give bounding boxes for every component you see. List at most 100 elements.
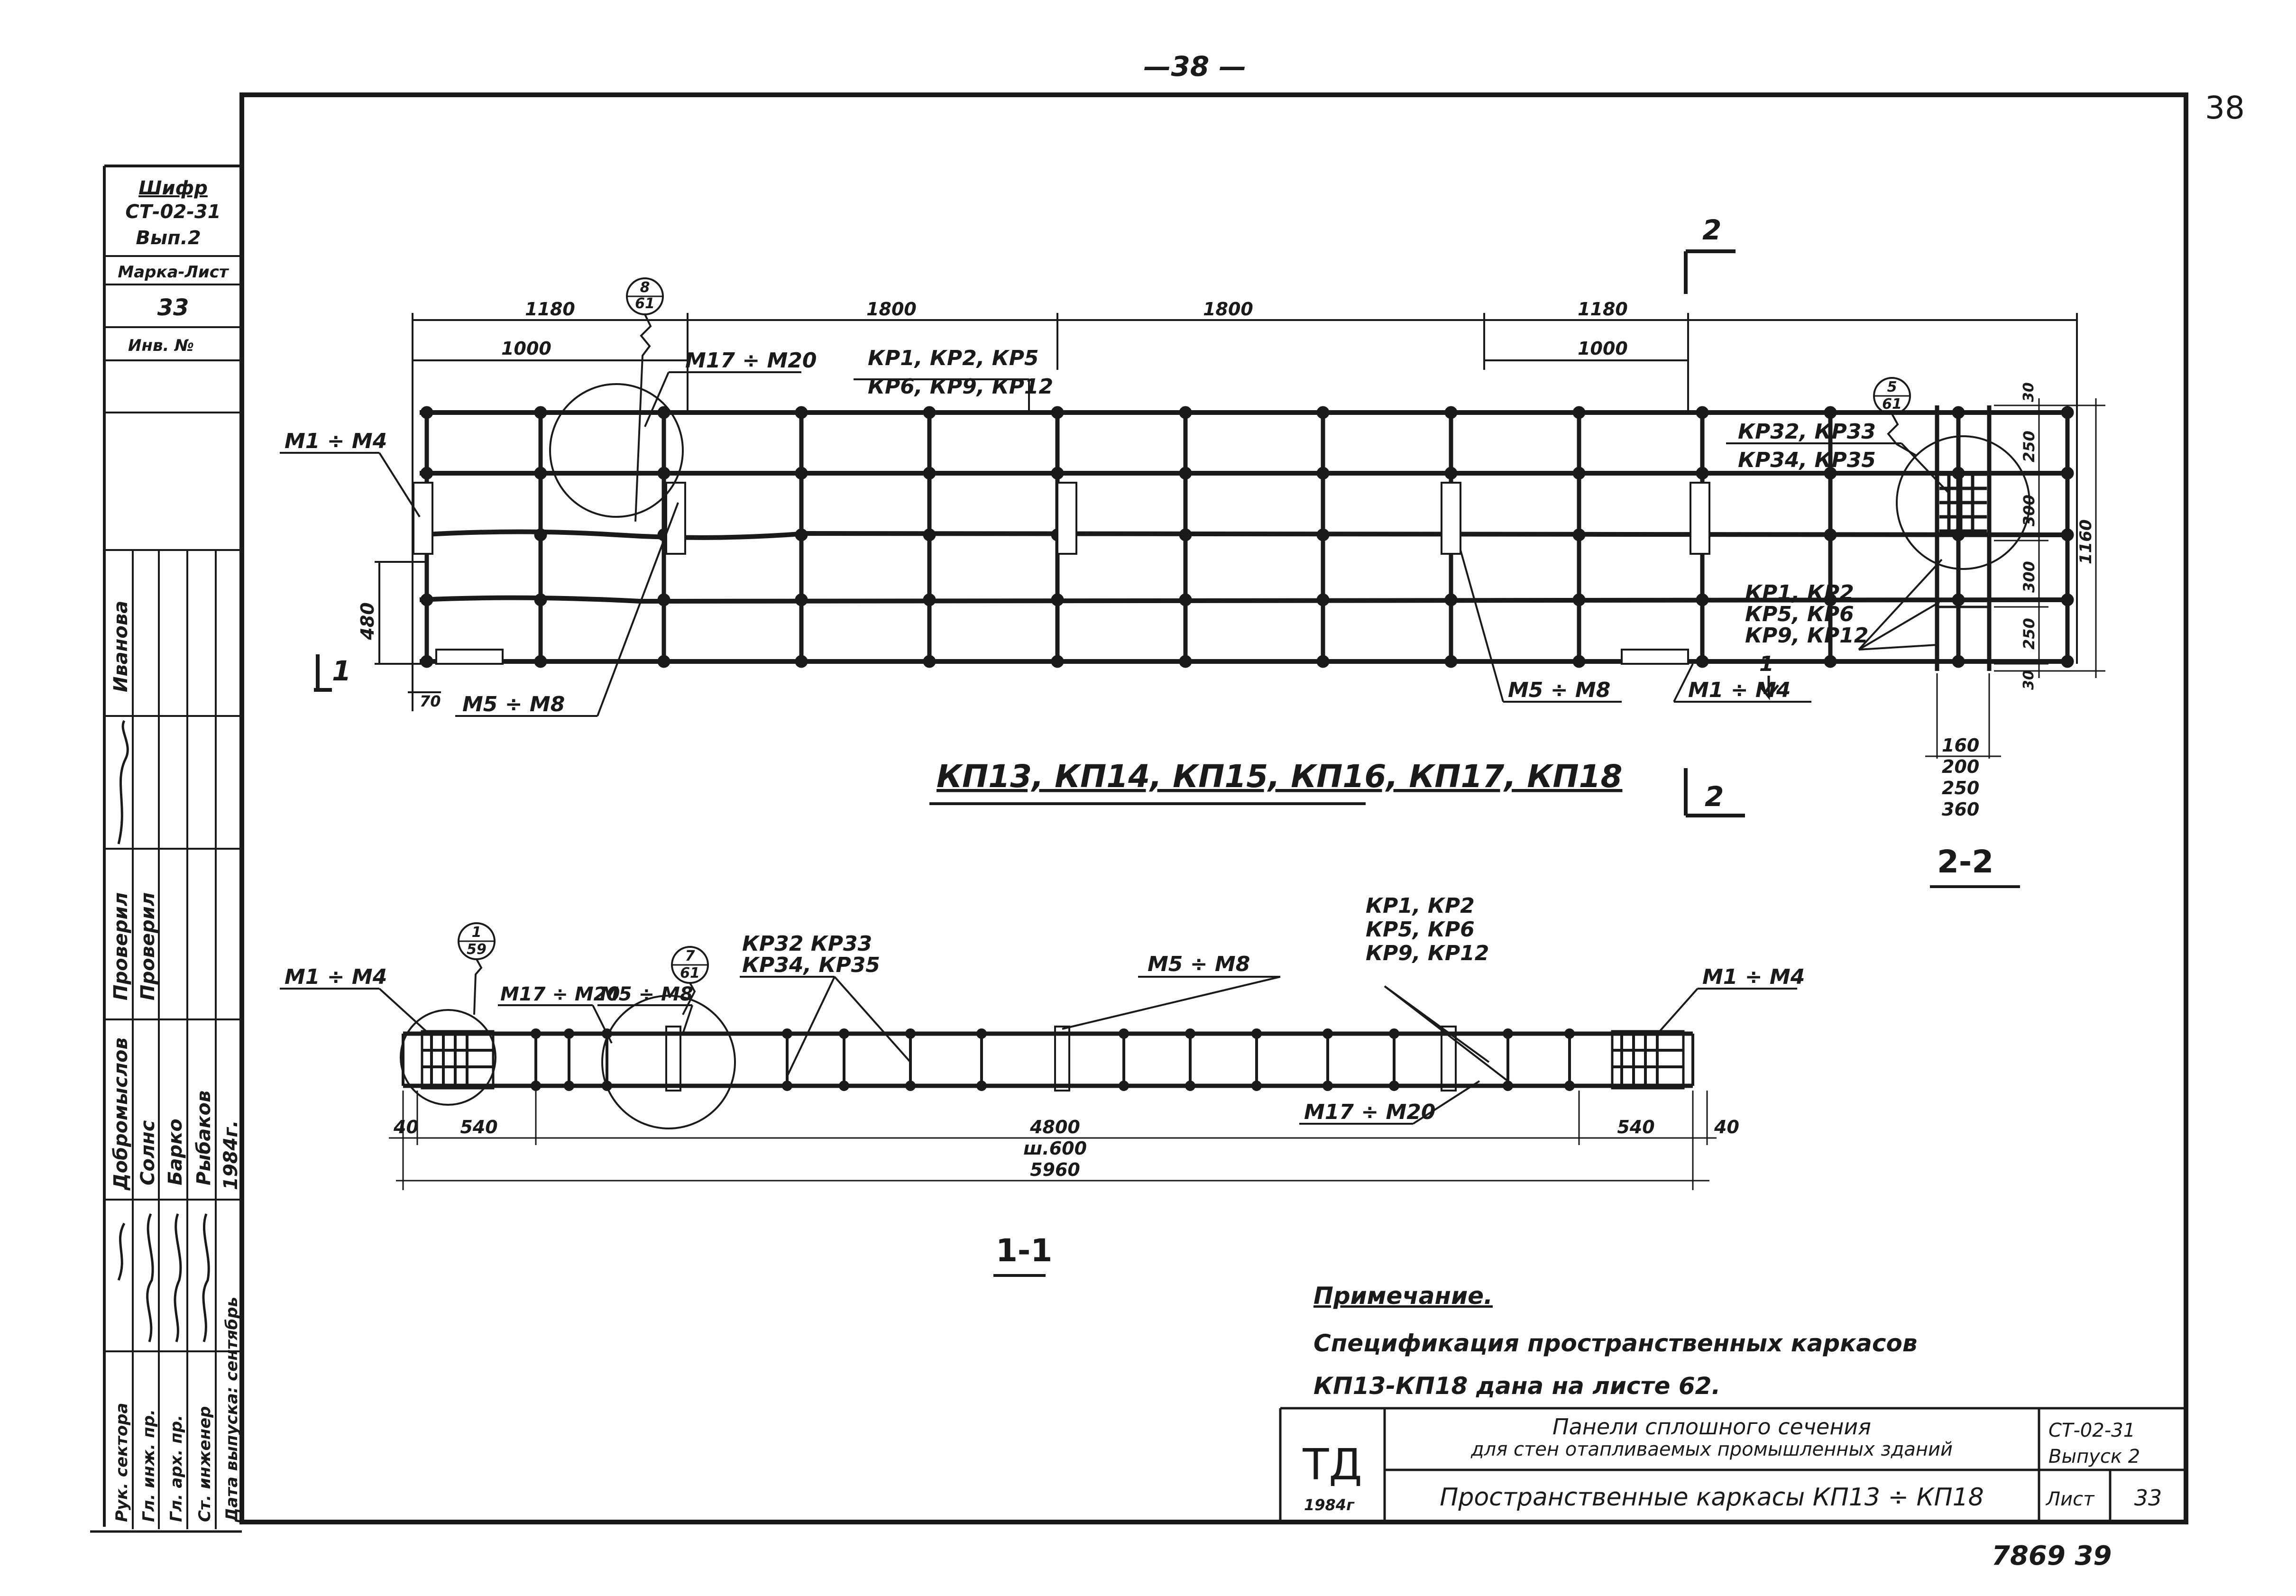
elevation-bar-node [657,655,670,668]
page-number-bottom: 7869 39 [1992,1541,2112,1571]
width-1: 200 [1942,756,1979,777]
elevation-bar-node [2061,528,2074,541]
section-1-1-leaders [280,976,1797,1125]
section-bar-node [1389,1081,1399,1091]
section-bar-node [1389,1028,1399,1039]
elevation-bar-node [1179,655,1192,668]
stamp-role-2: Гл. арх. пр. [167,1415,186,1522]
label-1-1-kr-line3: КР9, КР12 [1366,941,1489,965]
dim-top-1: 1800 [866,299,917,320]
callout-1-1-first-bottom: 59 [467,941,487,958]
page-number-corner: 38 [2205,90,2245,126]
detail-circle [549,383,684,518]
label-1-1-m1-m4-right: М1 ÷ М4 [1702,965,1805,989]
stamp-code-label: Шифр [138,177,208,199]
elevation-bar-node [534,655,547,668]
callout-detail-elev-top: 8 [640,279,650,296]
callout-1-1-second: 7 61 [671,946,709,1015]
callout-detail-elev-bottom: 61 [635,295,655,312]
section-bar-node [1119,1081,1129,1091]
section-bar-node [976,1081,987,1091]
section-bar-node [1251,1028,1262,1039]
section-bar-node [1251,1081,1262,1091]
section-1-1-verticals [531,1028,1575,1091]
section-marker-2-bottom-label: 2 [1705,780,1724,813]
elevation-bar-node [1572,406,1586,419]
dim-v-1: 250 [2020,431,2038,462]
section-bar-node [1322,1028,1333,1039]
stamp-role-1: Гл. инж. пр. [139,1409,158,1522]
section-1-1-drawing: 1 59 7 61 [280,894,1805,1277]
elevation-bar-node [1696,593,1709,606]
title-block-project-line1: Панели сплошного сечения [1552,1414,1871,1440]
title-block-code: СТ-02-31 [2048,1420,2135,1441]
section-2-2-body [1896,398,2105,759]
section-bar-node [782,1081,792,1091]
section-bar-node [564,1081,574,1091]
elevation-bar-node [923,467,936,480]
elevation-bar-node [2061,593,2074,606]
elevation-bar-node [534,406,547,419]
callout-detail-2-2-bottom: 61 [1882,396,1902,413]
stamp-role-0: Рук. сектора [112,1403,131,1522]
elevation-bar-node [657,406,670,419]
dim-v-5: 30 [2020,670,2037,690]
label-m5-m8-left: М5 ÷ М8 [462,692,565,716]
note-block: Примечание. Спецификация пространственны… [1313,1282,1917,1400]
callout-1-1-first: 1 59 [458,922,496,1015]
section-bar-node [531,1081,541,1091]
section-bar-node [976,1028,987,1039]
title-block-sheet-title: Пространственные каркасы КП13 ÷ КП18 [1440,1483,1984,1512]
label-1-1-kr-line1: КР1, КР2 [1366,894,1475,918]
sheet-frame [90,92,2188,1533]
dim-top-2: 1800 [1203,299,1253,320]
stamp-roles: Рук. сектора Гл. инж. пр. Гл. арх. пр. С… [112,1297,241,1523]
dim-1-1-step: ш.600 [1023,1138,1087,1159]
elevation-bar-node [1824,406,1837,419]
elevation-dimension-lines [375,313,2078,711]
dim-1-1-4800: 4800 [1029,1117,1080,1137]
elevation-rails [419,410,2073,664]
elevation-bar-node [1572,528,1586,541]
dim-top-3: 1180 [1578,299,1628,320]
title-block-issue: Выпуск 2 [2048,1446,2140,1468]
dim-1-1-40-right: 40 [1714,1117,1739,1137]
label-2-2-kr1-line2: КР5, КР6 [1745,602,1854,626]
stamp-inv-label: Инв. № [128,336,194,355]
callout-detail-2-2: 5 61 [1873,377,1916,456]
callout-1-1-second-top: 7 [685,948,695,964]
elevation-bar-node [2061,467,2074,480]
section-bar-node [1185,1028,1195,1039]
title-block-year: 1984г [1304,1496,1355,1514]
dim-second-1: 1000 [1578,338,1628,359]
elevation-bar-node [1952,593,1965,606]
dim-top-0: 1180 [525,299,575,320]
elevation-bar-node [1572,467,1586,480]
elevation-bar-node [1824,528,1837,541]
label-1-1-kr-line2: КР5, КР6 [1366,917,1475,942]
section-bar-node [1503,1028,1513,1039]
dim-height: 480 [357,602,378,640]
dim-1-1-540-left: 540 [460,1117,497,1137]
label-2-2-kr1-line3: КР9, КР12 [1745,624,1868,648]
section-bar-node [905,1028,916,1039]
elevation-bar-node [795,406,808,419]
stamp-name-1: Проверил [110,892,132,1000]
stamp-signatures [117,720,210,1342]
dim-v-3: 300 [2020,561,2038,593]
elevation-bar-node [795,528,808,541]
title-block-sheet-number: 33 [2134,1485,2162,1511]
section-marker-2-bottom [1684,768,1745,817]
elevation-bar-node [1696,467,1709,480]
section-2-2-title: 2-2 [1937,844,1993,880]
elevation-bar-node [795,593,808,606]
section-bar-node [1322,1081,1333,1091]
label-1-1-m17-m20-right: М17 ÷ М20 [1304,1100,1436,1124]
callout-detail-elev: 8 61 [626,277,664,522]
title-block-logo: ТД [1302,1440,1362,1490]
side-stamp [104,255,242,1529]
label-2-2-kr32-line2: КР34, КР35 [1738,448,1876,472]
elevation-drawing: 1180 1800 1800 1180 1000 1000 480 70 [280,214,2078,817]
section-2-2-drawing: 5 61 КР32, КР33 КР34, КР35 КР1, КР2 КР5,… [1726,377,2105,888]
